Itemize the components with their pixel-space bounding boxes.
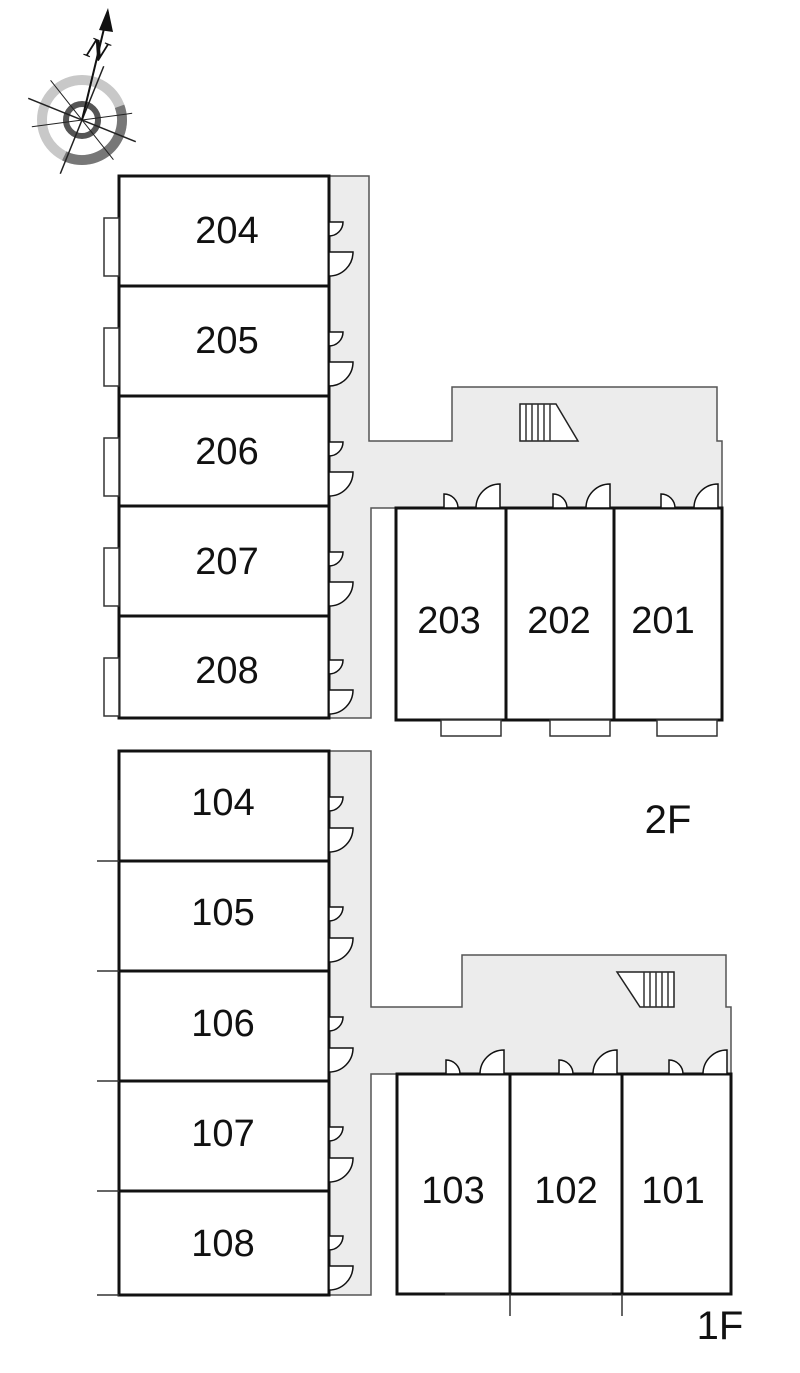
- north-label: N: [80, 30, 115, 70]
- floor-2f: 204 205 206 207 208 203 202 201: [103, 174, 724, 842]
- floor-1f: 104 105 106 107 108 103 102 101: [97, 749, 744, 1348]
- unit-number: 107: [191, 1113, 254, 1155]
- unit-number: 201: [631, 600, 694, 642]
- unit-205: 205: [117, 284, 331, 398]
- balcony-windows-2f: [103, 217, 718, 737]
- unit-104: 104: [117, 749, 331, 863]
- floor-label-2f: 2F: [645, 798, 692, 842]
- yard-markers-1f: [97, 800, 623, 1316]
- unit-number: 203: [417, 600, 480, 642]
- floor-label-1f: 1F: [697, 1304, 744, 1348]
- unit-106: 106: [117, 969, 331, 1083]
- unit-number: 106: [191, 1003, 254, 1045]
- unit-101: 101: [620, 1072, 733, 1296]
- unit-108: 108: [117, 1189, 331, 1297]
- unit-number: 104: [191, 782, 254, 824]
- door-icons-1f: [328, 796, 728, 1291]
- unit-number: 208: [195, 650, 258, 692]
- stair-icon: [615, 971, 675, 1008]
- unit-number: 206: [195, 431, 258, 473]
- corridor-2f: [328, 175, 723, 719]
- unit-102: 102: [508, 1072, 624, 1296]
- unit-number: 108: [191, 1223, 254, 1265]
- unit-number: 207: [195, 541, 258, 583]
- unit-103: 103: [395, 1072, 512, 1296]
- unit-203: 203: [394, 506, 508, 722]
- unit-105: 105: [117, 859, 331, 973]
- unit-number: 205: [195, 320, 258, 362]
- unit-number: 105: [191, 892, 254, 934]
- unit-206: 206: [117, 394, 331, 508]
- door-icons-2f: [328, 221, 719, 715]
- unit-201: 201: [612, 506, 724, 722]
- unit-number: 101: [641, 1170, 704, 1212]
- stair-icon: [519, 403, 580, 442]
- unit-207: 207: [117, 504, 331, 618]
- unit-204: 204: [117, 174, 331, 288]
- unit-208: 208: [117, 614, 331, 720]
- unit-number: 103: [421, 1170, 484, 1212]
- corridor-1f: [328, 750, 732, 1296]
- unit-107: 107: [117, 1079, 331, 1193]
- compass-icon: N: [27, 8, 137, 175]
- unit-number: 202: [527, 600, 590, 642]
- unit-202: 202: [504, 506, 616, 722]
- unit-number: 102: [534, 1170, 597, 1212]
- unit-number: 204: [195, 210, 258, 252]
